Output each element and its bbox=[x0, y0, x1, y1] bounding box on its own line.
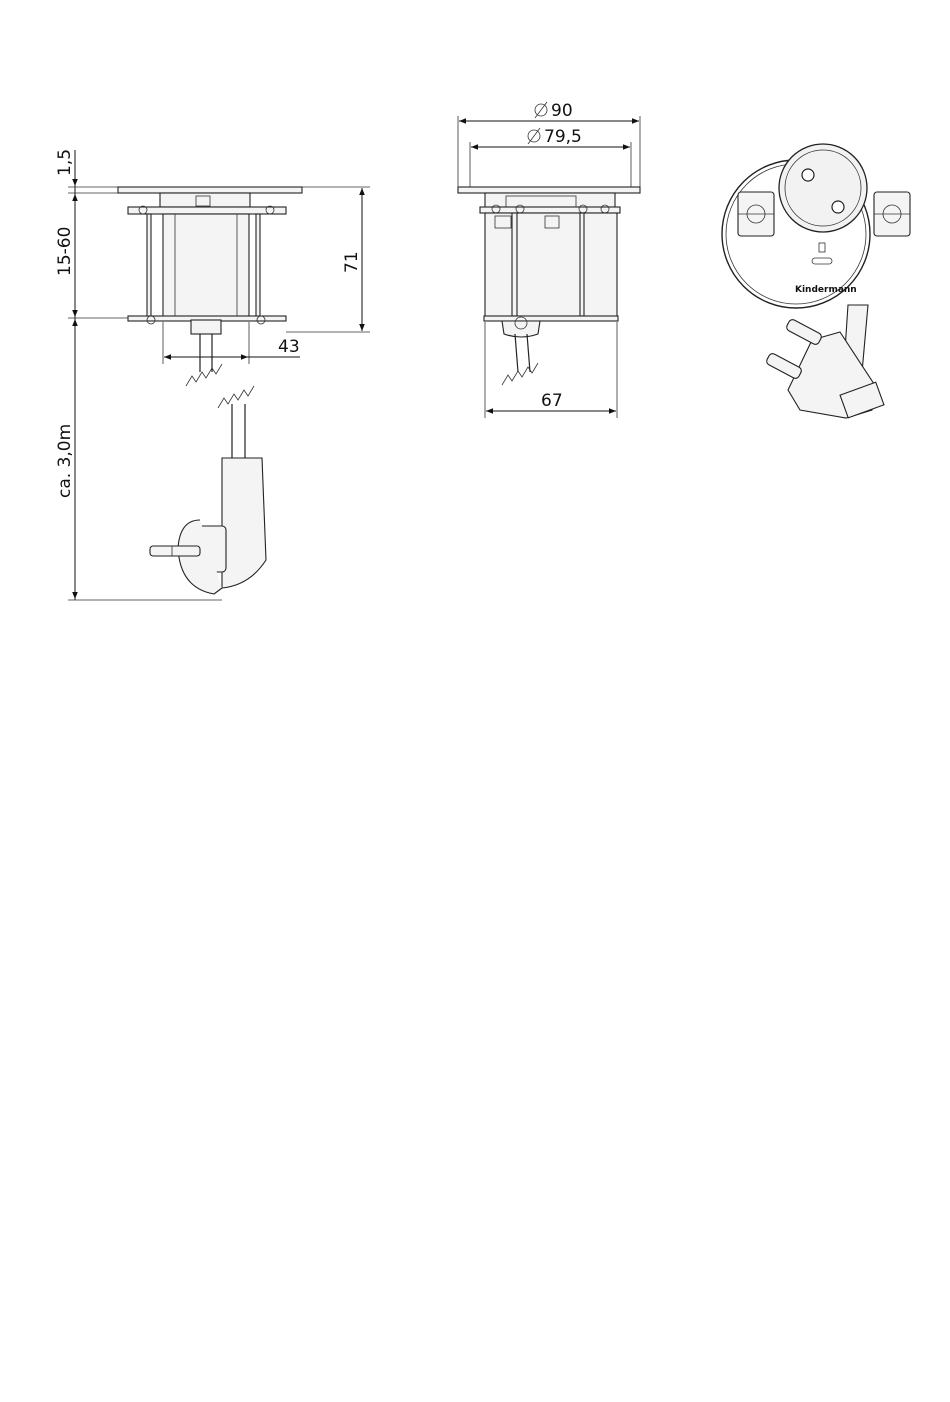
dim-cable-offset: 43 bbox=[278, 337, 300, 357]
dim-mount-range: 15-60 bbox=[55, 227, 75, 276]
dim-flange-thickness: 1,5 bbox=[55, 149, 75, 176]
dim-body-height: 71 bbox=[342, 251, 362, 273]
dim-cable-length: ca. 3,0m bbox=[55, 424, 75, 498]
dim-body-width: 67 bbox=[541, 391, 563, 411]
dim-outer-diameter: 90 bbox=[551, 101, 573, 121]
top-view: Kindermann bbox=[722, 144, 910, 418]
brand-logo: Kindermann bbox=[795, 285, 857, 295]
side-view bbox=[118, 187, 302, 594]
dim-inner-diameter: 79,5 bbox=[544, 127, 582, 147]
